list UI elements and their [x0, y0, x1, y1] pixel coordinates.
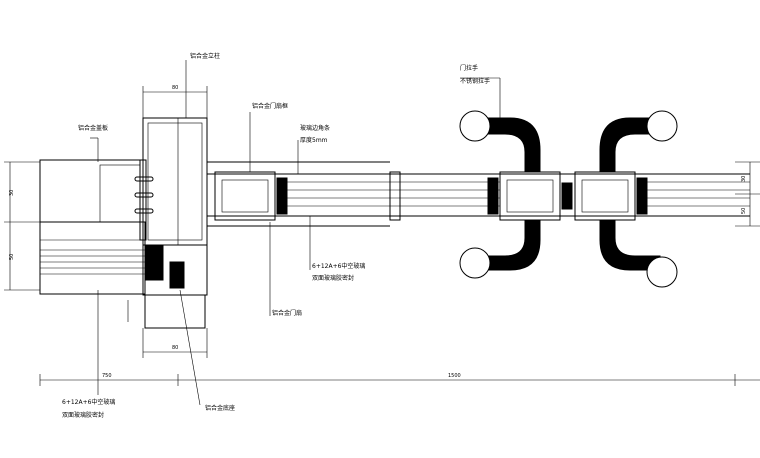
- label-aluminum-door-frame: 铝合金门扇框: [252, 102, 288, 110]
- label-aluminum-column: 铝合金立柱: [190, 52, 220, 60]
- dim-bottom-col-width: 80: [172, 345, 178, 351]
- label-aluminum-cover-plate: 铝合金盖板: [78, 124, 108, 132]
- leader-lines: [90, 60, 501, 406]
- label-insulated-glass-fixed: 6+12A+6中空玻璃: [62, 398, 115, 406]
- left-fixed-panel: [39, 159, 164, 295]
- label-glass-edge: 玻璃边角条: [300, 124, 330, 132]
- label-insulated-glass-fixed-2: 双面玻璃胶密封: [62, 411, 104, 419]
- dim-top-col-width: 80: [172, 85, 178, 91]
- door-handle-right: [599, 110, 678, 288]
- label-aluminum-base: 铝合金底座: [205, 404, 235, 412]
- dim-main-width: 1500: [448, 373, 461, 379]
- label-insulated-glass-door: 6+12A+6中空玻璃: [312, 262, 365, 270]
- aluminum-column: [134, 117, 208, 329]
- label-door-handle: 门拉手: [460, 64, 478, 72]
- dim-right-h2: 50: [741, 208, 747, 214]
- dim-left-h1: 30: [9, 190, 15, 196]
- dim-right-h1: 30: [741, 176, 747, 182]
- dim-left-h2: 50: [9, 254, 15, 260]
- label-aluminum-door-panel: 铝合金门扇: [272, 309, 302, 317]
- dimension-lines: [4, 86, 760, 386]
- label-insulated-glass-door-2: 双面玻璃胶密封: [312, 274, 354, 282]
- label-glass-spec-small: 厚度5mm: [300, 136, 328, 144]
- door-meeting-stiles: [487, 171, 648, 221]
- door-handle-left: [459, 110, 541, 279]
- dim-left-width: 750: [102, 373, 112, 379]
- door-frame-band: [207, 161, 750, 227]
- label-door-handle-spec: 不锈钢拉手: [460, 77, 490, 85]
